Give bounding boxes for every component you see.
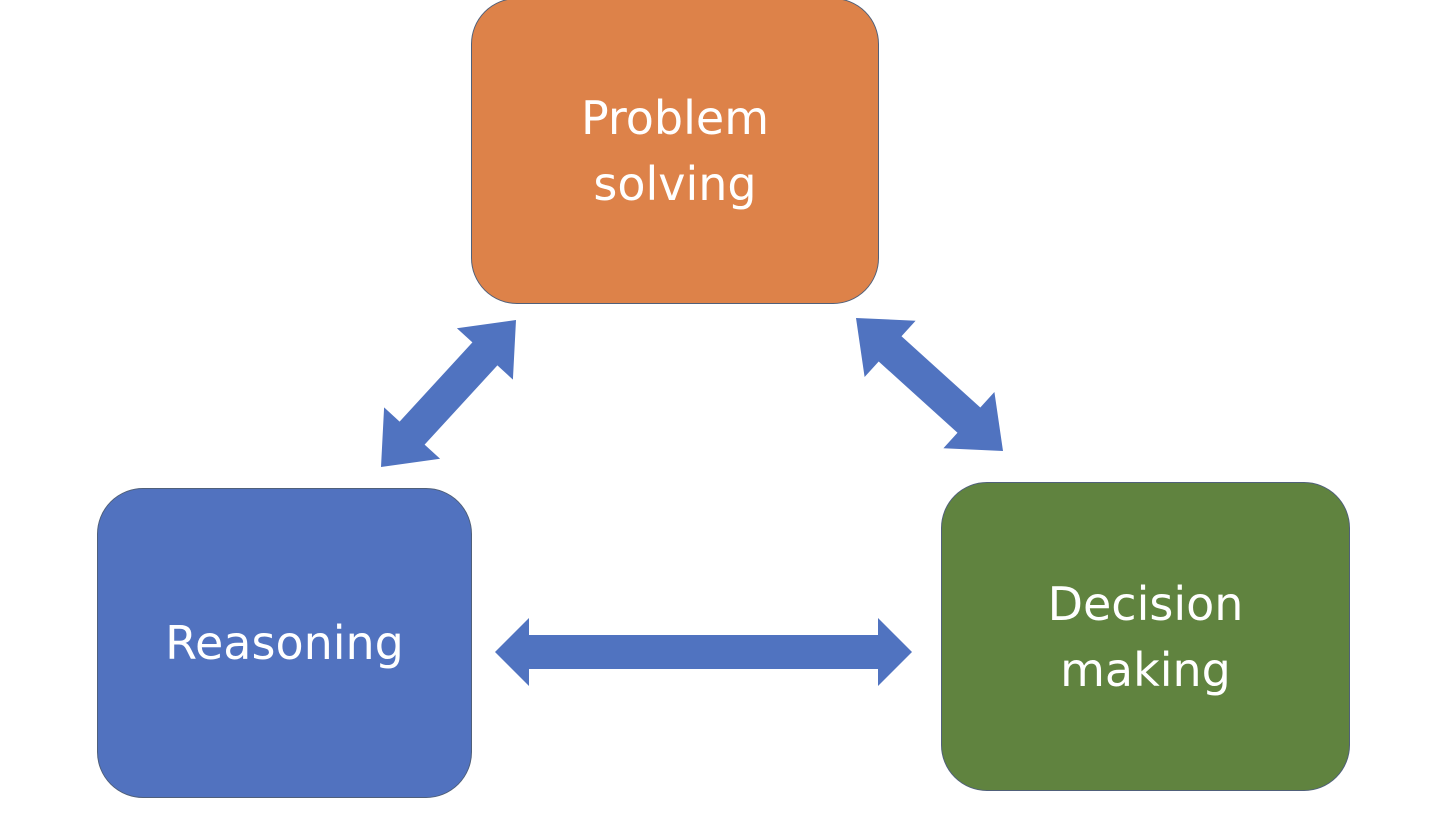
node-decision-making-line2: making [1060, 642, 1231, 697]
node-decision-making: Decision making [941, 482, 1350, 791]
arrow-reasoning-decision-making [495, 618, 912, 686]
node-problem-solving-line2: solving [593, 157, 757, 211]
node-reasoning-label: Reasoning [165, 616, 404, 670]
arrow-problem-solving-decision-making [856, 318, 1003, 451]
node-problem-solving-line1: Problem [580, 91, 770, 145]
node-reasoning: Reasoning [97, 488, 472, 798]
node-decision-making-line1: Decision [1047, 576, 1244, 631]
arrow-reasoning-problem-solving [381, 320, 516, 467]
node-problem-solving: Problem solving [471, 0, 879, 304]
